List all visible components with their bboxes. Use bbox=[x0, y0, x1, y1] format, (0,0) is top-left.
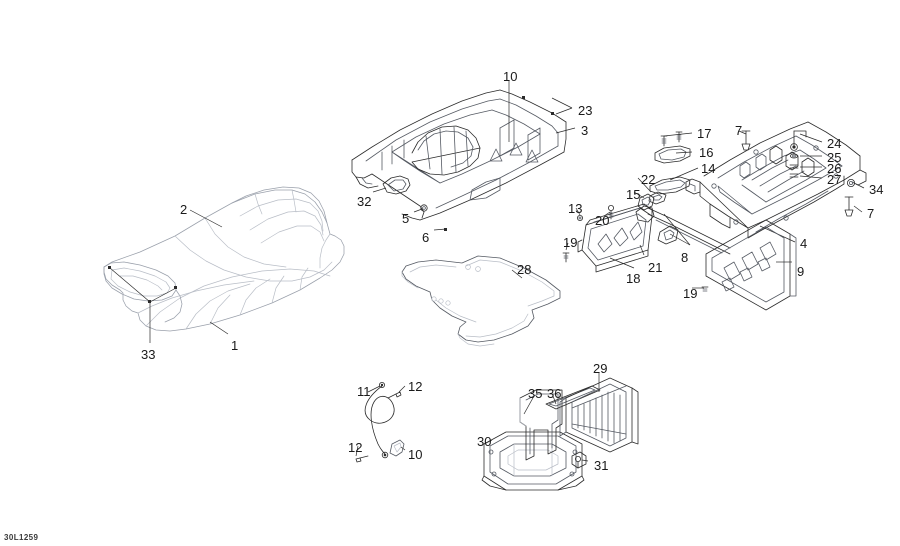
callout-seat-cushion-2: 2 bbox=[180, 202, 188, 217]
callout-bolt-7: 7 bbox=[867, 206, 875, 221]
drawing-id-watermark: 30L1259 bbox=[4, 533, 39, 542]
left-vent-panel-drawing bbox=[562, 203, 653, 273]
callout-screw-17: 17 bbox=[697, 126, 712, 141]
callout-support-pad-14: 14 bbox=[701, 161, 716, 176]
base-tray-drawing bbox=[481, 377, 639, 491]
callout-vent-panel-right-9: 9 bbox=[797, 264, 805, 279]
bolt-7-upper bbox=[741, 130, 751, 151]
callout-floor-mat-28: 28 bbox=[517, 262, 532, 277]
callout-bolt-long-24: 24 bbox=[827, 136, 842, 151]
mat-leader bbox=[511, 269, 523, 279]
screw-17b bbox=[675, 131, 683, 143]
right-vent-leaders bbox=[663, 213, 792, 289]
callout-washer-25: 25 bbox=[827, 150, 842, 165]
callout-bracket-10: 10 bbox=[408, 447, 423, 462]
callout-vent-panel-left-18: 18 bbox=[626, 271, 641, 286]
rivet-12-bottom bbox=[355, 455, 369, 463]
screw-31 bbox=[575, 455, 582, 469]
callout-seal-strip-36: 36 bbox=[547, 386, 562, 401]
callout-screw-31: 31 bbox=[594, 458, 609, 473]
rack-leaders bbox=[633, 130, 865, 243]
screw-19-left bbox=[562, 252, 570, 263]
callout-screw-19: 19 bbox=[563, 235, 578, 250]
callout-bracket-small-15: 15 bbox=[626, 187, 641, 202]
callout-nut-27: 27 bbox=[827, 172, 842, 187]
cargo-box-drawing bbox=[351, 89, 567, 231]
callout-rivet-5: 5 bbox=[402, 211, 410, 226]
callout-vent-panel-bracket-21: 21 bbox=[648, 260, 663, 275]
callout-bolt-7: 7 bbox=[735, 123, 743, 138]
fastener-stack-24-27 bbox=[789, 130, 807, 178]
callout-rack-frame-4: 4 bbox=[800, 236, 808, 251]
callout-rivet-23: 23 bbox=[578, 103, 593, 118]
seat-assembly-drawing bbox=[103, 186, 345, 332]
callout-screw-19: 19 bbox=[683, 286, 698, 301]
callout-cover-pad-16: 16 bbox=[699, 145, 714, 160]
callout-grommet-34: 34 bbox=[869, 182, 884, 197]
callout-clip-22: 22 bbox=[641, 172, 656, 187]
callout-cargo-box-3: 3 bbox=[581, 123, 589, 138]
callout-seat-assembly-1: 1 bbox=[231, 338, 239, 353]
callout-tether-cable-11: 11 bbox=[357, 384, 371, 399]
callout-lock-washer-26: 26 bbox=[827, 161, 842, 176]
callout-base-tray-30: 30 bbox=[477, 434, 492, 449]
screw-17 bbox=[660, 135, 668, 147]
callout-screw-20: 20 bbox=[595, 213, 610, 228]
floor-mat-drawing bbox=[401, 255, 561, 347]
seat-leaders bbox=[108, 209, 229, 343]
cargo-box-leaders bbox=[372, 80, 576, 231]
callout-support-panel-35: 35 bbox=[528, 386, 543, 401]
callout-screw-13: 13 bbox=[568, 201, 583, 216]
screw-13 bbox=[577, 214, 584, 221]
screw-20 bbox=[608, 204, 615, 220]
tether-leaders bbox=[355, 385, 406, 457]
callout-rivet-6: 6 bbox=[422, 230, 430, 245]
screw-19-right bbox=[701, 286, 709, 292]
rivet-12-top bbox=[387, 391, 402, 399]
callout-support-arm-8: 8 bbox=[681, 250, 689, 265]
callout-seat-strap-33: 33 bbox=[141, 347, 156, 362]
callout-rivet-12: 12 bbox=[408, 379, 423, 394]
left-vent-leaders bbox=[565, 207, 645, 269]
bolt-7-lower bbox=[844, 196, 854, 217]
base-tray-leaders bbox=[483, 372, 600, 462]
callout-rear-rack-panel-10: 10 bbox=[503, 69, 518, 84]
callout-grille-panel-29: 29 bbox=[593, 361, 608, 376]
callout-seat-latch-cover-32: 32 bbox=[357, 194, 372, 209]
tether-cable-drawing bbox=[355, 381, 405, 463]
right-vent-panel-drawing bbox=[635, 205, 797, 311]
callout-rivet-12: 12 bbox=[348, 440, 363, 455]
